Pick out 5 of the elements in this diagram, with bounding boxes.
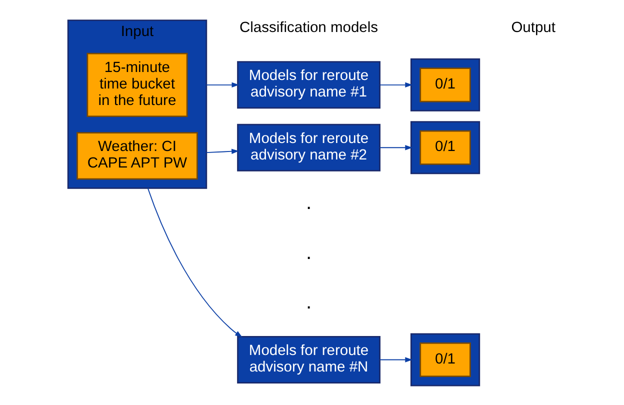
label: . <box>306 192 312 214</box>
label: . <box>306 242 312 264</box>
label: Classification models <box>240 20 378 36</box>
label: Output <box>511 20 556 36</box>
label: . <box>306 292 312 314</box>
